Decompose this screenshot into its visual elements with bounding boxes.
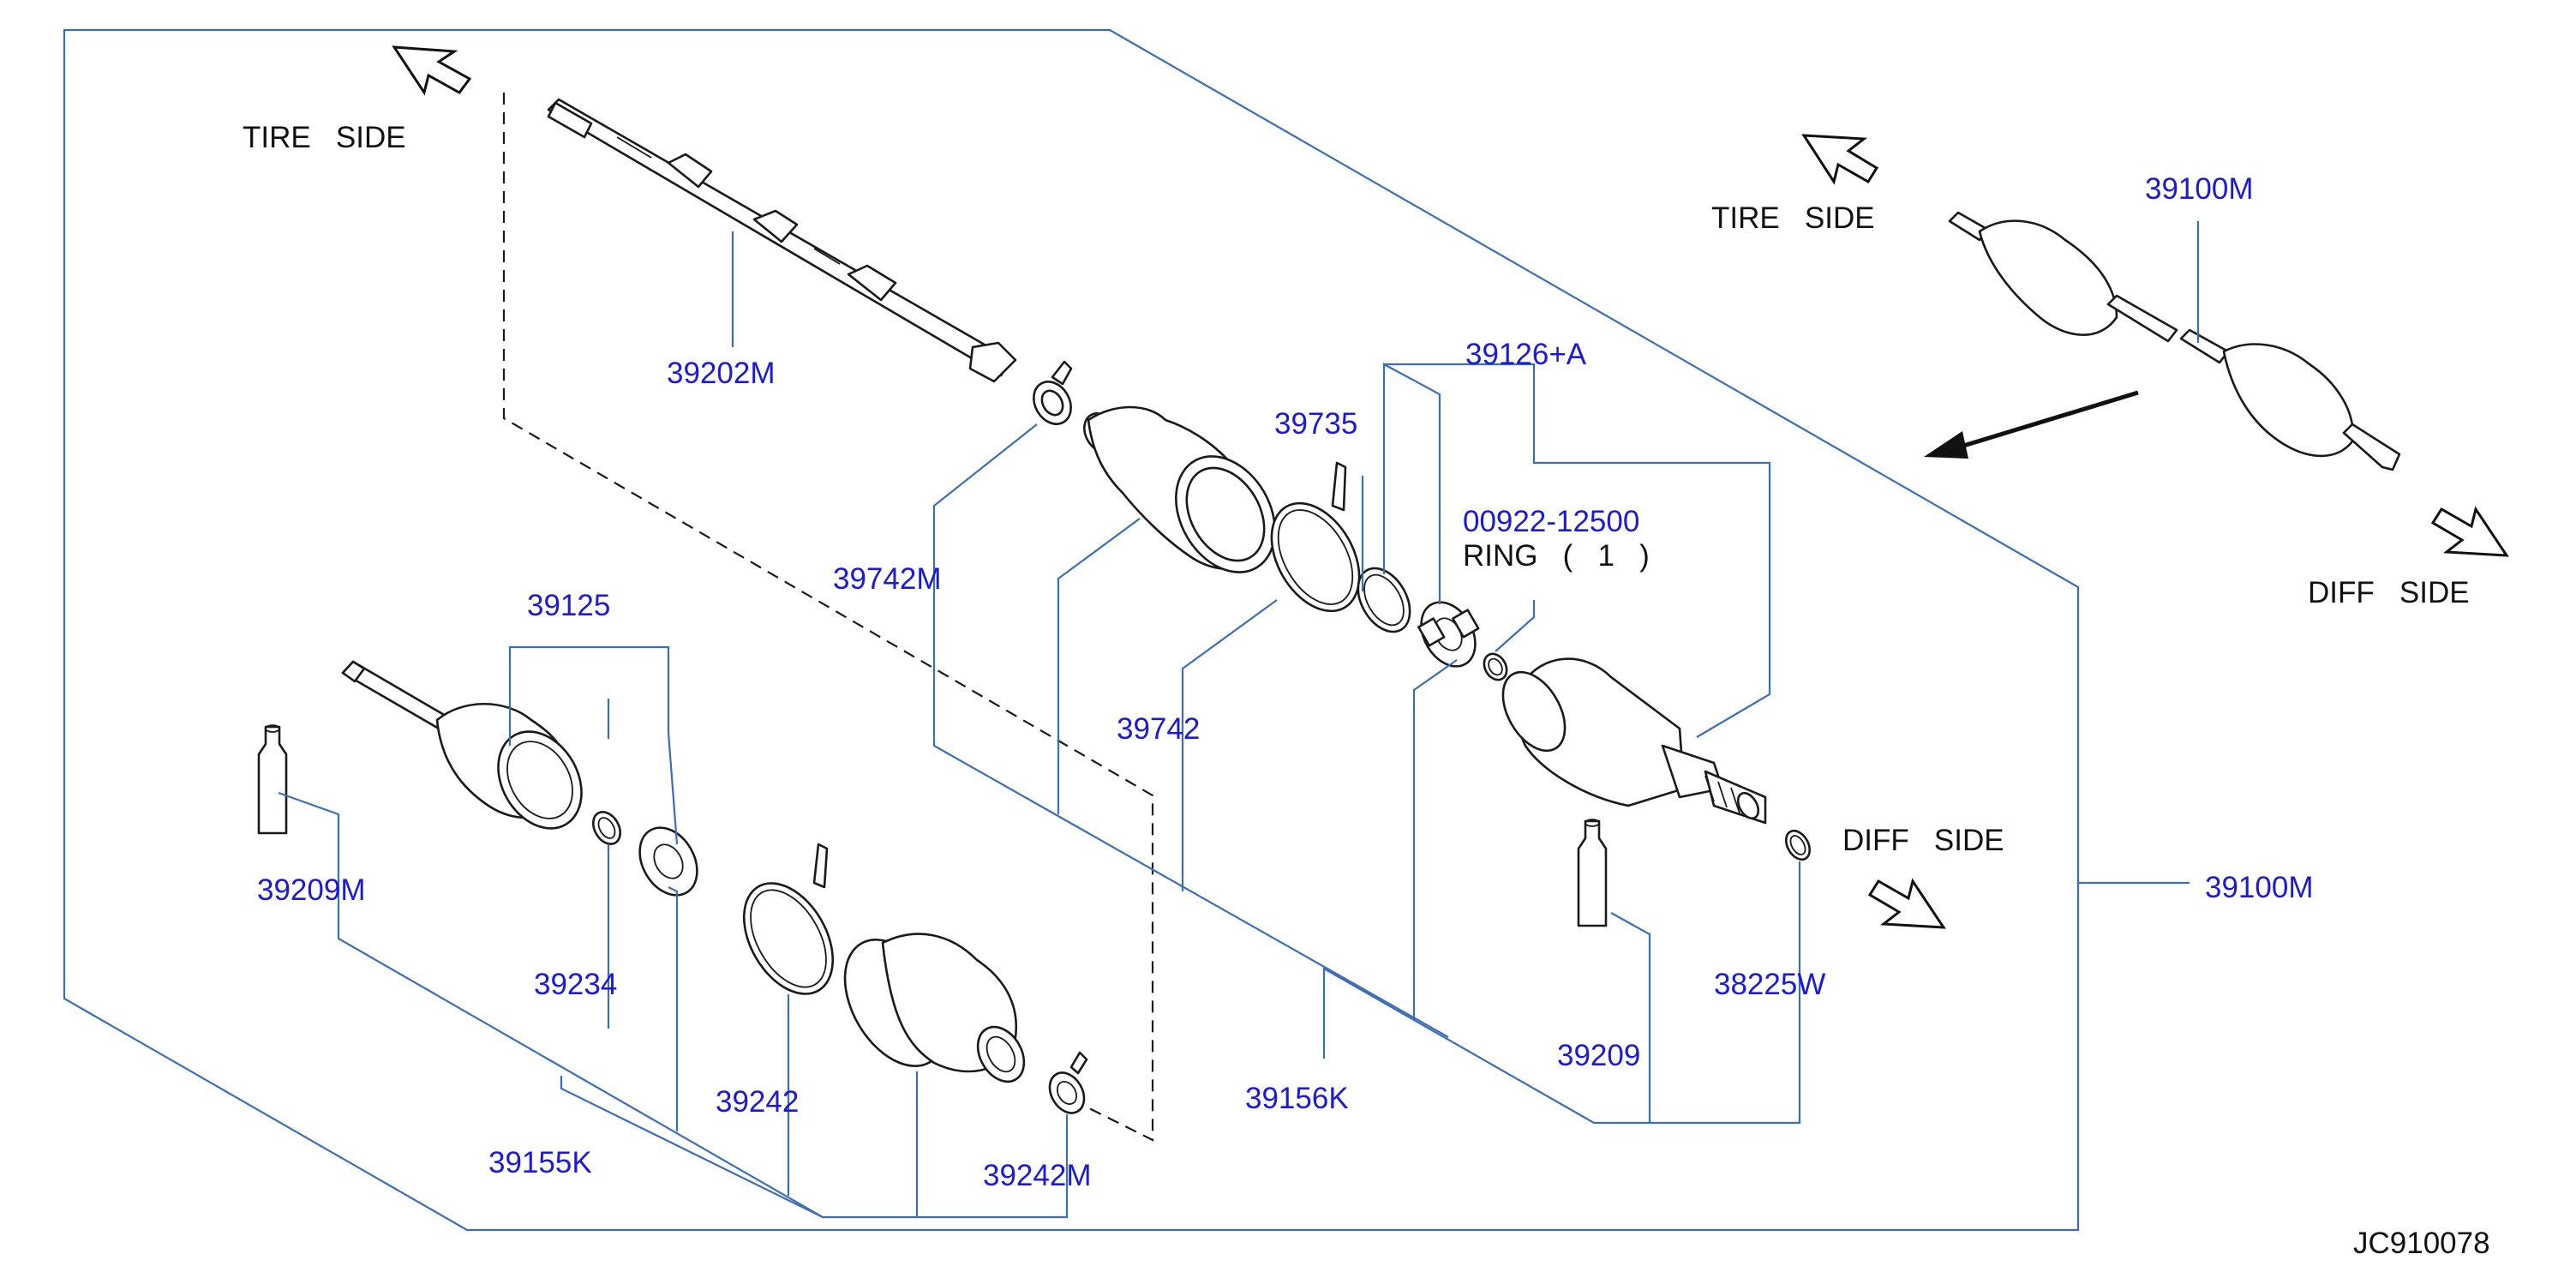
outer-joint-39125 <box>341 660 583 830</box>
part-label-39155K[interactable]: 39155K <box>488 1146 592 1179</box>
boot-band-39742M-upper <box>1033 360 1073 425</box>
snap-ring-39234 <box>591 811 622 845</box>
tire-side-arrow-left <box>392 45 472 96</box>
spider-assembly-39126A <box>1417 601 1480 668</box>
part-label-39735[interactable]: 39735 <box>1274 407 1357 441</box>
snap-ring-39735 <box>1357 567 1411 633</box>
part-label-39209[interactable]: 39209 <box>1557 1039 1640 1072</box>
part-label-39242M[interactable]: 39242M <box>983 1159 1091 1192</box>
boot-inner <box>843 933 1026 1083</box>
leader-lines <box>278 221 2200 1219</box>
diagram-code: JC910078 <box>2353 1227 2490 1260</box>
bearing-race <box>638 826 698 897</box>
diff-side-label-center: DIFF SIDE <box>1842 824 2004 857</box>
circlip-38225W <box>1784 829 1812 861</box>
part-label-39100M-top[interactable]: 39100M <box>2145 172 2253 206</box>
part-label-39100M-side[interactable]: 39100M <box>2205 871 2313 904</box>
grease-tube-39209M <box>257 724 288 835</box>
part-label-39209M[interactable]: 39209M <box>257 873 365 907</box>
tire-side-label-right: TIRE SIDE <box>1711 201 1875 235</box>
part-label-38225W[interactable]: 38225W <box>1714 968 1825 1001</box>
complete-drive-shaft-39100M <box>1948 211 2401 471</box>
boot-band-39242M <box>1048 1051 1088 1114</box>
ring-00922-12500 <box>1483 652 1508 681</box>
part-label-39156K[interactable]: 39156K <box>1245 1082 1349 1115</box>
assembly-outline <box>63 28 2080 1232</box>
part-label-39125[interactable]: 39125 <box>527 589 610 622</box>
part-label-39234[interactable]: 39234 <box>534 968 617 1001</box>
diff-side-arrow-center <box>1867 878 1946 929</box>
diff-side-arrow-right <box>2430 506 2509 557</box>
boot-outer <box>1083 405 1276 573</box>
part-label-39742M-upper[interactable]: 39742M <box>833 562 941 596</box>
grease-tube-39209 <box>1577 819 1608 927</box>
tire-side-arrow-right <box>1801 134 1879 185</box>
part-label-39126A[interactable]: 39126+A <box>1465 338 1587 371</box>
subassembly-dashed-outline <box>502 93 1154 1142</box>
assembly-direction-arrow <box>1924 390 2139 459</box>
part-label-39242[interactable]: 39242 <box>716 1085 799 1119</box>
diff-side-label-right: DIFF SIDE <box>2308 576 2470 609</box>
inner-joint-housing <box>1501 657 1767 825</box>
part-label-39202M[interactable]: 39202M <box>667 357 775 390</box>
part-label-00922-12500[interactable]: 00922-12500 <box>1463 505 1639 538</box>
ring-quantity-note: RING ( 1 ) <box>1463 539 1650 573</box>
part-label-39742[interactable]: 39742 <box>1117 712 1200 746</box>
tire-side-label-left: TIRE SIDE <box>243 121 406 154</box>
boot-band-39742 <box>1270 461 1361 613</box>
drive-shaft-39202M <box>547 98 1017 383</box>
boot-band-39242 <box>742 843 835 995</box>
